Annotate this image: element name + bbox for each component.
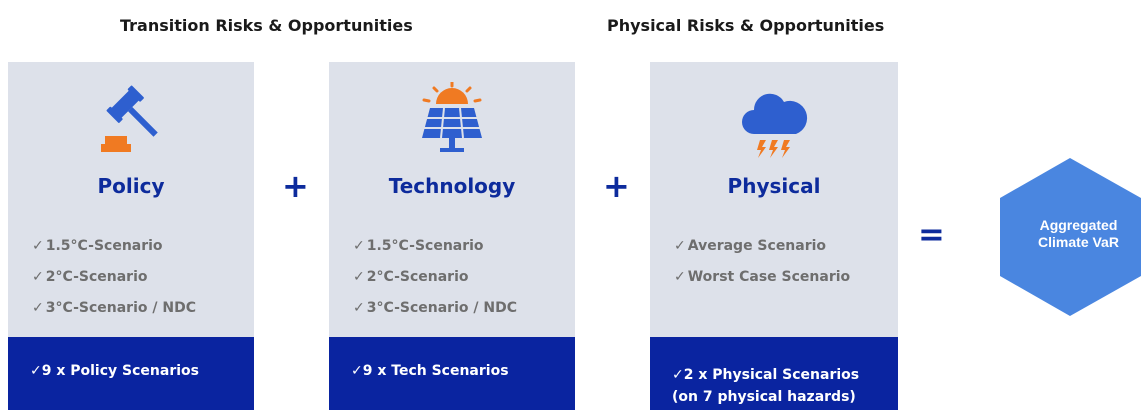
- physical-card: Physical ✓Average Scenario ✓Worst Case S…: [650, 62, 898, 410]
- scenario-item: ✓Worst Case Scenario: [674, 269, 851, 285]
- check-icon: ✓: [351, 363, 363, 379]
- result-label: Aggregated Climate VaR: [1008, 217, 1141, 251]
- check-icon: ✓: [353, 269, 365, 285]
- scenario-item: ✓Average Scenario: [674, 238, 827, 254]
- check-icon: ✓: [674, 238, 686, 254]
- scenario-list: ✓1.5°C-Scenario ✓2°C-Scenario ✓3°C-Scena…: [32, 238, 244, 331]
- technology-card: Technology ✓1.5°C-Scenario ✓2°C-Scenario…: [329, 62, 575, 410]
- result-line: Climate VaR: [1038, 234, 1119, 250]
- scenario-list: ✓1.5°C-Scenario ✓2°C-Scenario ✓3°C-Scena…: [353, 238, 565, 331]
- card-title: Policy: [97, 174, 165, 198]
- scenario-item: ✓2°C-Scenario: [32, 269, 148, 285]
- policy-card: Policy ✓1.5°C-Scenario ✓2°C-Scenario ✓3°…: [8, 62, 254, 410]
- physical-header: Physical Risks & Opportunities: [607, 16, 885, 35]
- check-icon: ✓: [674, 269, 686, 285]
- storm-cloud-icon: [742, 93, 808, 158]
- scenario-item: ✓1.5°C-Scenario: [353, 238, 484, 254]
- check-icon: ✓: [353, 300, 365, 316]
- card-footer: ✓9 x Policy Scenarios: [8, 337, 254, 410]
- check-icon: ✓: [32, 300, 44, 316]
- scenario-list: ✓Average Scenario ✓Worst Case Scenario: [674, 238, 888, 300]
- check-icon: ✓: [32, 238, 44, 254]
- footer-line: (on 7 physical hazards): [672, 389, 856, 405]
- card-footer: ✓2 x Physical Scenarios (on 7 physical h…: [650, 337, 898, 410]
- check-icon: ✓: [353, 238, 365, 254]
- plus-operator: +: [603, 167, 630, 205]
- card-title: Technology: [388, 174, 516, 198]
- scenario-item: ✓1.5°C-Scenario: [32, 238, 163, 254]
- check-icon: ✓: [32, 269, 44, 285]
- gavel-icon: [101, 85, 158, 152]
- solar-panel-icon: [422, 82, 482, 152]
- card-footer: ✓9 x Tech Scenarios: [329, 337, 575, 410]
- plus-operator: +: [282, 167, 309, 205]
- result-line: Aggregated: [1039, 217, 1118, 233]
- scenario-item: ✓3°C-Scenario / NDC: [353, 300, 517, 316]
- check-icon: ✓: [672, 367, 684, 383]
- scenario-item: ✓2°C-Scenario: [353, 269, 469, 285]
- check-icon: ✓: [30, 363, 42, 379]
- equals-operator: =: [918, 215, 945, 253]
- scenario-item: ✓3°C-Scenario / NDC: [32, 300, 196, 316]
- transition-header: Transition Risks & Opportunities: [120, 16, 413, 35]
- card-title: Physical: [727, 174, 821, 198]
- footer-line: ✓2 x Physical Scenarios: [672, 367, 860, 383]
- result-hexagon: [1000, 158, 1141, 316]
- footer-line: ✓9 x Policy Scenarios: [30, 363, 199, 379]
- footer-line: ✓9 x Tech Scenarios: [351, 363, 509, 379]
